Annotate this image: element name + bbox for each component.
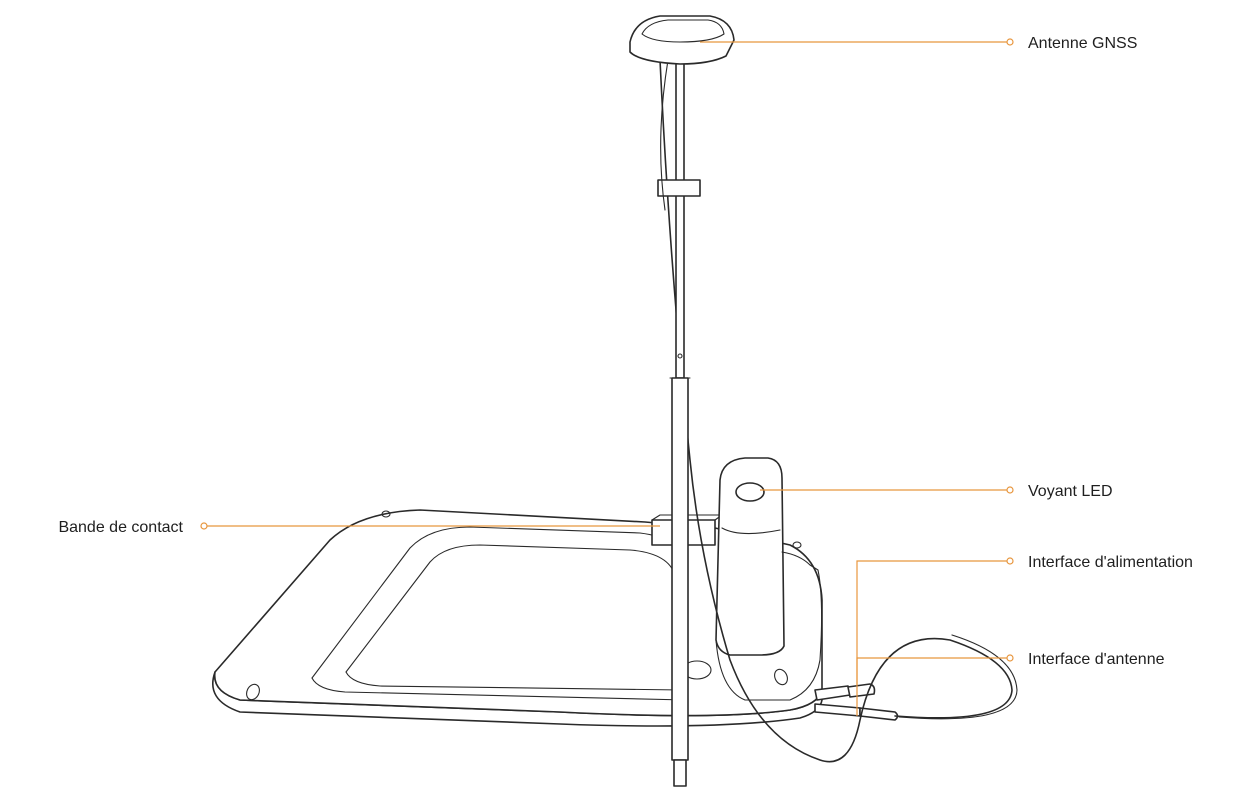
led-indicator — [735, 482, 765, 502]
label-antenna-interface: Interface d'antenne — [1028, 651, 1165, 668]
label-gnss-antenna: Antenne GNSS — [1028, 35, 1137, 52]
leader-led — [760, 486, 1014, 494]
mounting-hole-back — [792, 541, 802, 549]
mounting-hole-top — [381, 510, 391, 518]
connectors — [814, 683, 899, 721]
mounting-hole-right — [774, 668, 788, 686]
base-plate — [212, 509, 823, 727]
label-led: Voyant LED — [1028, 483, 1113, 500]
label-contact-strip: Bande de contact — [58, 519, 183, 536]
leader-antenna-interface — [856, 654, 1014, 716]
gnss-antenna-head — [629, 15, 735, 65]
antenna-connector — [859, 707, 899, 721]
label-power-interface: Interface d'alimentation — [1028, 554, 1193, 571]
receiver-housing — [715, 457, 823, 701]
cable-clamp — [657, 179, 701, 197]
leader-contact — [200, 522, 660, 530]
leader-power — [856, 557, 1014, 685]
leader-gnss — [700, 38, 1014, 46]
mounting-hole-left — [246, 683, 260, 701]
